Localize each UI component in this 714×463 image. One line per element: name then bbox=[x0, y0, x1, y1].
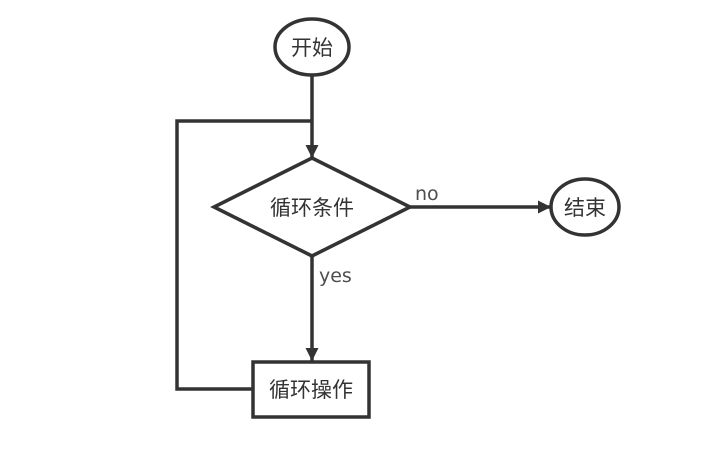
node-operation-label: 循环操作 bbox=[269, 378, 353, 402]
node-operation-rect bbox=[251, 360, 371, 419]
node-condition-diamond bbox=[210, 156, 414, 258]
node-start-label: 开始 bbox=[291, 36, 333, 60]
node-start-ellipse bbox=[273, 17, 351, 77]
edge-loopback bbox=[175, 119, 314, 391]
node-end-label: 结束 bbox=[564, 196, 606, 220]
edge-label-no: no bbox=[415, 183, 439, 205]
node-end-ellipse bbox=[549, 177, 621, 237]
node-condition-label: 循环条件 bbox=[270, 196, 354, 220]
edge-label-yes: yes bbox=[319, 265, 352, 287]
